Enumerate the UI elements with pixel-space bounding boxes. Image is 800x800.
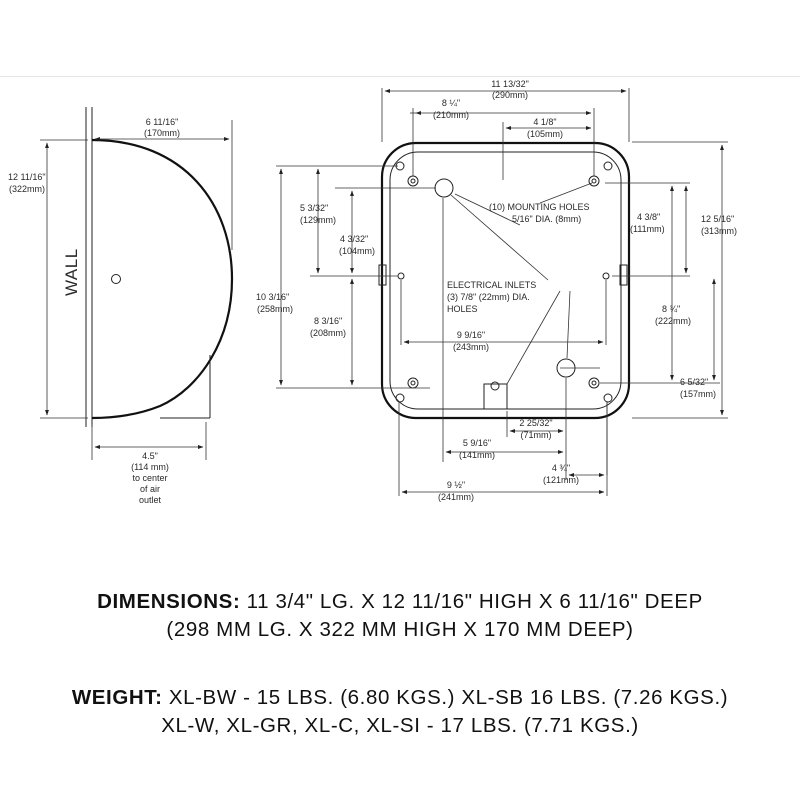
svg-text:of air: of air <box>140 484 160 494</box>
wall-label: WALL <box>62 248 81 296</box>
depth-dim: 6 11/16" <box>146 117 179 127</box>
dimensions-metric: (298 MM LG. X 322 MM HIGH X 170 MM DEEP) <box>166 618 634 641</box>
width-5-9-16-dim: 5 9/16" <box>463 438 491 448</box>
height-4-3-8-dim: 4 3/8" <box>637 212 660 222</box>
weight-label: WEIGHT: <box>71 686 163 709</box>
width-4-3-4-dim: 4 ¾" <box>552 463 570 473</box>
outlet-offset-dim: 4.5" <box>142 451 158 461</box>
weight-value: XL-BW - 15 LBS. (6.80 KGS.) XL-SB 16 LBS… <box>162 686 729 709</box>
height-5-3-32-dim: 5 3/32" <box>300 203 328 213</box>
svg-text:(210mm): (210mm) <box>433 110 469 120</box>
side-screw-icon <box>111 274 121 284</box>
svg-text:(222mm): (222mm) <box>655 316 691 326</box>
svg-text:(208mm): (208mm) <box>310 328 346 338</box>
mounting-holes-callout: (10) MOUNTING HOLES <box>489 202 590 212</box>
width-2-25-32-dim: 2 25/32" <box>519 418 552 428</box>
svg-text:5/16" DIA. (8mm): 5/16" DIA. (8mm) <box>512 214 581 224</box>
electrical-inlet-icon <box>490 381 500 391</box>
svg-text:(157mm): (157mm) <box>680 389 716 399</box>
depth-dim-mm: (170mm) <box>144 128 180 138</box>
svg-text:(258mm): (258mm) <box>257 304 293 314</box>
height-10-3-16-dim: 10 3/16" <box>256 292 289 302</box>
svg-text:to center: to center <box>132 473 167 483</box>
width-9-1-2-dim: 9 ½" <box>447 480 465 490</box>
dryer-front-outline <box>380 141 631 420</box>
weight-row: WEIGHT: XL-BW - 15 LBS. (6.80 KGS.) XL-S… <box>0 684 800 712</box>
dryer-side-profile <box>91 138 234 420</box>
height-12-5-16-dim: 12 5/16" <box>701 214 734 224</box>
weight-value-line2: XL-W, XL-GR, XL-C, XL-SI - 17 LBS. (7.71… <box>161 714 639 737</box>
height-dim: 12 11/16" <box>8 172 46 182</box>
svg-text:(241mm): (241mm) <box>438 492 474 502</box>
svg-text:(290mm): (290mm) <box>492 90 528 100</box>
svg-text:(104mm): (104mm) <box>339 246 375 256</box>
height-8-3-16-dim: 8 3/16" <box>314 316 342 326</box>
svg-text:(129mm): (129mm) <box>300 215 336 225</box>
svg-text:(121mm): (121mm) <box>543 475 579 485</box>
mounting-hole-icons <box>395 161 613 403</box>
bottom-notch <box>483 383 508 410</box>
svg-text:(313mm): (313mm) <box>701 226 737 236</box>
width-4-1-8-dim: 4 1/8" <box>533 117 556 127</box>
overall-width-dim: 11 13/32" <box>491 79 529 89</box>
dimensions-value: 11 3/4" LG. X 12 11/16" HIGH X 6 11/16" … <box>240 590 703 613</box>
svg-text:HOLES: HOLES <box>447 304 478 314</box>
svg-text:(105mm): (105mm) <box>527 129 563 139</box>
height-4-3-32-dim: 4 3/32" <box>340 234 368 244</box>
svg-text:(243mm): (243mm) <box>453 342 489 352</box>
svg-text:(111mm): (111mm) <box>630 224 665 234</box>
electrical-inlets-callout: ELECTRICAL INLETS <box>447 280 536 290</box>
top-rule <box>0 76 800 77</box>
width-9-9-16-dim: 9 9/16" <box>457 330 485 340</box>
dimensions-row: DIMENSIONS: 11 3/4" LG. X 12 11/16" HIGH… <box>0 588 800 616</box>
dimensions-label: DIMENSIONS: <box>97 590 241 613</box>
svg-text:(114 mm): (114 mm) <box>131 462 169 472</box>
height-dim-mm: (322mm) <box>9 184 45 194</box>
svg-text:(3) 7/8" (22mm) DIA.: (3) 7/8" (22mm) DIA. <box>447 292 530 302</box>
electrical-inlet-icon <box>434 178 454 198</box>
svg-text:(71mm): (71mm) <box>521 430 552 440</box>
width-8-1-4-dim: 8 ¼" <box>442 98 460 108</box>
height-8-3-4-dim: 8 ¾" <box>662 304 680 314</box>
specs-block: DIMENSIONS: 11 3/4" LG. X 12 11/16" HIGH… <box>0 588 800 740</box>
front-view: 11 13/32" (290mm) 8 ¼" (210mm) 4 1/8" (1… <box>256 79 737 502</box>
dimension-drawing: WALL 6 11/16" (170mm) 12 11/16" (322mm) … <box>8 79 737 505</box>
svg-text:outlet: outlet <box>139 495 162 505</box>
svg-text:(141mm): (141mm) <box>459 450 495 460</box>
height-6-5-32-dim: 6 5/32" <box>680 377 708 387</box>
side-view: WALL 6 11/16" (170mm) 12 11/16" (322mm) … <box>8 107 234 505</box>
